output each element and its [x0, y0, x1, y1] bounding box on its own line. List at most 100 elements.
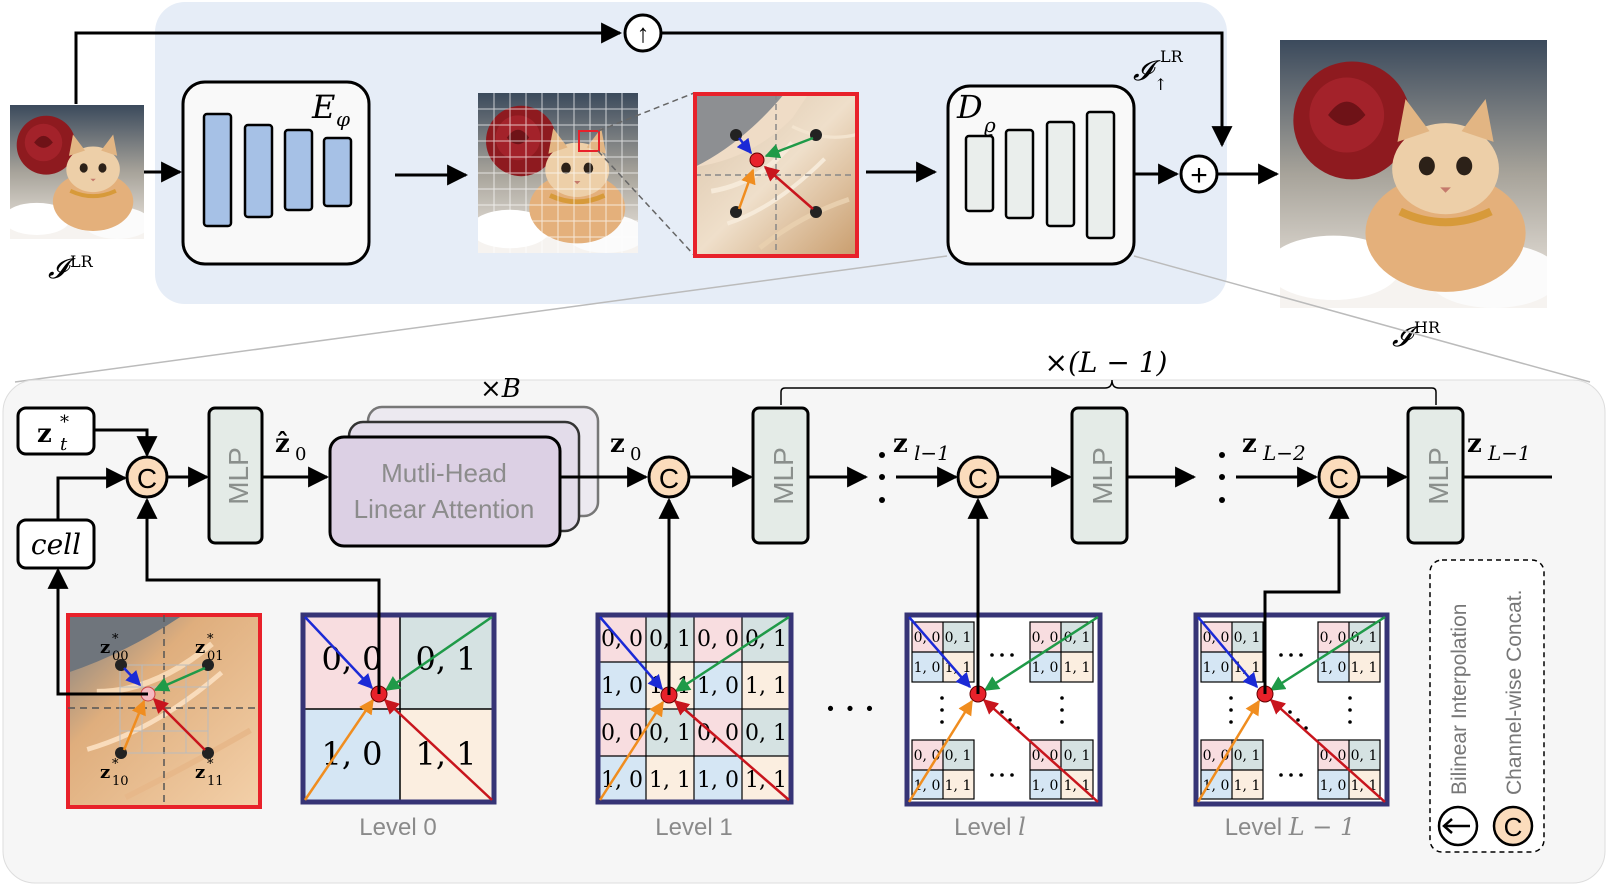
- repeat-l-label: ×(L − 1): [1045, 346, 1168, 379]
- zL2-label: z: [1242, 429, 1257, 459]
- z-t-label: z: [37, 419, 52, 449]
- svg-text:z: z: [195, 762, 205, 783]
- svg-text:z: z: [100, 762, 110, 783]
- svg-text:1, 0: 1, 0: [1320, 660, 1347, 676]
- svg-text:0, 1: 0, 1: [745, 721, 787, 746]
- z0-sub: 0: [630, 444, 641, 465]
- svg-text:C: C: [1504, 812, 1523, 842]
- repeat-l-brace: [780, 379, 1437, 405]
- legend-box: [1429, 559, 1545, 853]
- level-L1-grid: [1193, 612, 1390, 807]
- upsampled-lr-sup: LR: [1160, 47, 1184, 66]
- level-0-cell-labels: 0, 0 0, 1 1, 0 1, 1: [321, 640, 476, 773]
- svg-text:0, 0: 0, 0: [914, 748, 941, 764]
- output-hr-image: [1253, 40, 1573, 335]
- svg-text:0, 0: 0, 0: [1320, 630, 1347, 646]
- z0-label: z: [610, 429, 625, 459]
- levelL1-to-concat4-arrow: [1263, 497, 1350, 694]
- svg-text:0, 0: 0, 0: [1032, 630, 1059, 646]
- svg-text:0, 1: 0, 1: [415, 640, 476, 678]
- svg-text:10: 10: [112, 774, 129, 789]
- svg-text:0, 1: 0, 1: [945, 630, 972, 646]
- svg-text:0, 1: 0, 1: [649, 721, 691, 746]
- levels-ellipsis: · · ·: [826, 692, 875, 725]
- svg-text:z: z: [195, 637, 205, 658]
- concat-symbol-2: C: [659, 463, 679, 494]
- input-lr-image: [0, 105, 157, 252]
- svg-text:z: z: [100, 637, 110, 658]
- expand-line-left: [14, 255, 948, 383]
- svg-text:*: *: [207, 632, 214, 647]
- attention-label-line2: Linear Attention: [354, 494, 535, 524]
- svg-text:11: 11: [207, 774, 224, 789]
- encoder-block: [181, 80, 371, 266]
- concat-symbol-1: C: [137, 463, 157, 494]
- zL1-label: z: [1467, 429, 1482, 459]
- svg-text:1, 1: 1, 1: [1234, 778, 1261, 794]
- level-l-grid: [904, 612, 1103, 807]
- level-0-grid: [300, 612, 497, 805]
- zl1-label: z: [893, 429, 908, 459]
- decoder-sub: ϱ: [984, 113, 996, 137]
- neighbor-labels: z * 00 z * 01 z * 10 z * 11: [100, 632, 224, 789]
- mlp-label-2: MLP: [768, 447, 799, 505]
- vertical-dots-1: [879, 452, 885, 503]
- svg-text:*: *: [112, 757, 119, 772]
- z0hat-label: ẑ: [275, 429, 290, 459]
- upsample-symbol: ↑: [637, 18, 650, 48]
- svg-text:1, 1: 1, 1: [415, 735, 476, 773]
- legend-concat-label: Channel-wise Concat.: [1503, 590, 1526, 795]
- svg-text:0, 1: 0, 1: [1234, 748, 1261, 764]
- level-l-label: Level l: [954, 813, 1026, 841]
- legend-bilinear-label: Bilinear Interpolation: [1448, 604, 1471, 795]
- z0hat-sub: 0: [295, 444, 306, 465]
- level-l-arrows: [907, 615, 1099, 803]
- svg-text:0, 0: 0, 0: [601, 627, 643, 652]
- encoder-sub: φ: [336, 107, 350, 131]
- svg-text:01: 01: [207, 649, 224, 664]
- svg-text:0, 1: 0, 1: [1064, 748, 1091, 764]
- mlp-label-4: MLP: [1423, 447, 1454, 505]
- legend-bilinear-icon: [1437, 805, 1479, 847]
- z-t-sup: *: [60, 412, 69, 433]
- svg-text:*: *: [112, 632, 119, 647]
- z-t-sub: t: [60, 434, 68, 455]
- svg-text:0, 1: 0, 1: [1234, 630, 1261, 646]
- attention-label-line1: Mutli-Head: [381, 458, 507, 488]
- attention-stack: [328, 405, 600, 548]
- level-L1-arrows: [1196, 615, 1386, 803]
- zoomed-patch: [693, 92, 859, 258]
- neighbor-patch: [66, 613, 262, 809]
- add-symbol: +: [1190, 159, 1208, 192]
- svg-text:1, 0: 1, 0: [1203, 660, 1230, 676]
- svg-text:1, 1: 1, 1: [945, 778, 972, 794]
- svg-text:1, 0: 1, 0: [321, 735, 382, 773]
- level-0-arrows: [303, 615, 493, 801]
- svg-text:1, 0: 1, 0: [601, 674, 643, 699]
- svg-text:1, 0: 1, 0: [697, 674, 739, 699]
- zL2-sub: L−2: [1262, 441, 1306, 465]
- svg-text:1, 0: 1, 0: [1032, 660, 1059, 676]
- cell-to-concat-arrow: [56, 467, 128, 520]
- upsample-to-add-arrow: [661, 31, 1233, 148]
- zl1-sub: l−1: [914, 441, 950, 465]
- decoder-block: [946, 84, 1136, 266]
- hr-sup: HR: [1414, 318, 1441, 337]
- level0-to-concat1-arrow: [136, 497, 381, 694]
- z-t-box: [16, 406, 96, 456]
- svg-text:0, 0: 0, 0: [697, 627, 739, 652]
- concat-symbol-4: C: [1329, 463, 1349, 494]
- level-1-grid: [595, 612, 794, 805]
- level-L1-label: Level L − 1: [1225, 813, 1356, 841]
- legend-concat-icon: C: [1492, 805, 1534, 847]
- zoom-line-top: [597, 92, 695, 132]
- feature-grid-image: [478, 93, 638, 253]
- svg-text:1, 0: 1, 0: [914, 660, 941, 676]
- svg-text:1, 0: 1, 0: [697, 768, 739, 793]
- svg-text:1, 1: 1, 1: [745, 674, 787, 699]
- vertical-dots-2: [1219, 452, 1225, 503]
- svg-text:1, 0: 1, 0: [1320, 778, 1347, 794]
- level-1-arrows: [598, 615, 790, 801]
- expand-line-right: [1133, 255, 1591, 383]
